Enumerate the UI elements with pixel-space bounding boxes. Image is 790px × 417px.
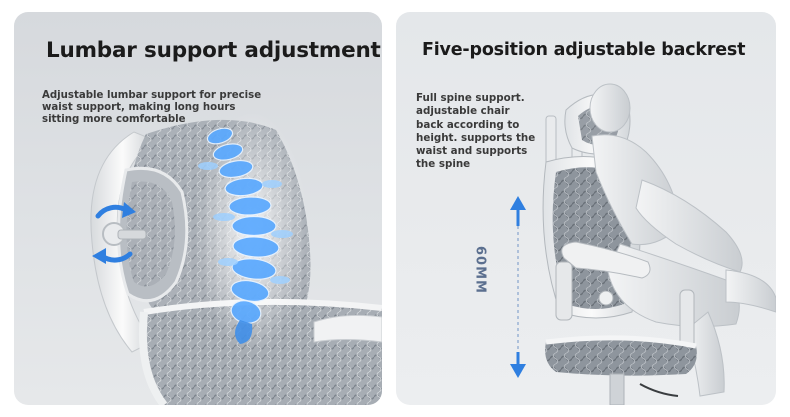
backrest-panel: 60MM Five-position adjustable backrest F…	[396, 12, 776, 405]
lumbar-title: Lumbar support adjustment	[46, 38, 381, 63]
lumbar-description: Adjustable lumbar support for precise wa…	[42, 90, 262, 125]
seated-figure	[589, 83, 776, 397]
lumbar-support-panel: Lumbar support adjustment Adjustable lum…	[14, 12, 382, 405]
height-arrow	[510, 196, 526, 378]
rotate-arrows-icon	[92, 202, 136, 264]
down-arrow-icon	[510, 352, 526, 378]
backrest-description: Full spine support. adjustable chair bac…	[416, 92, 536, 171]
measure-label: 60MM	[472, 246, 488, 294]
backrest-title: Five-position adjustable backrest	[422, 40, 746, 60]
spine-graphic	[198, 127, 293, 344]
backrest-chair-illustration	[542, 83, 776, 405]
up-arrow-icon	[510, 196, 526, 226]
